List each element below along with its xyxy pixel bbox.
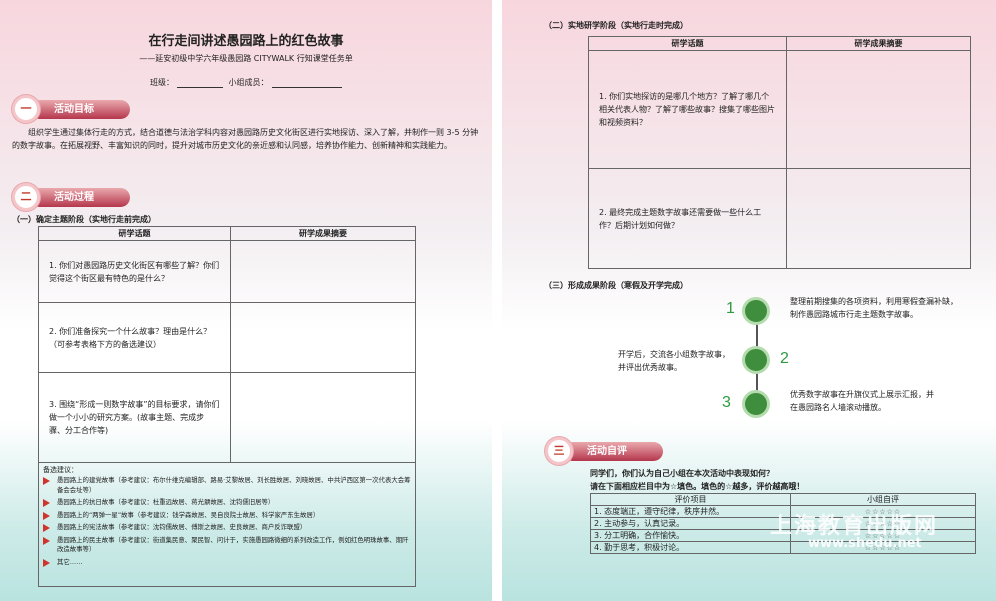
group-people-icon xyxy=(742,297,770,325)
table-row: 1. 态度端正，遵守纪律，秩序井然。 ☆☆☆☆☆ xyxy=(590,505,976,518)
table-row: 2. 最终完成主题数字故事还需要做一些什么工作？后期计划如何做？ xyxy=(588,168,971,269)
table-header: 研学成果摘要 xyxy=(230,226,416,241)
table-row: 1. 你们对愚园路历史文化街区有哪些了解？你们觉得这个街区最有特色的是什么？ xyxy=(38,240,416,303)
section-label: 活动自评 xyxy=(563,442,663,461)
section-label: 活动目标 xyxy=(30,100,130,119)
stage-3-heading: （三）形成成果阶段（寒假及开学完成） xyxy=(544,281,688,290)
topic-table-1: 研学话题 研学成果摘要 1. 你们对愚园路历史文化街区有哪些了解？你们觉得这个街… xyxy=(38,226,416,463)
star-rating[interactable]: ☆☆☆☆☆ xyxy=(790,541,976,554)
topic-cell: 1. 你们对愚园路历史文化街区有哪些了解？你们觉得这个街区最有特色的是什么？ xyxy=(38,240,231,303)
eval-item: 4. 勤于思考，积极讨论。 xyxy=(590,541,791,554)
eval-question: 同学们，你们认为自己小组在本次活动中表现如何？ 请在下面相应栏目中为☆填色。填色… xyxy=(590,469,805,491)
table-row: 1. 你们实地探访的是哪几个地方？了解了哪几个相关代表人物？了解了哪些故事？搜集… xyxy=(588,50,971,169)
table-header: 研学话题 xyxy=(588,36,787,51)
self-eval-table: 评价项目 小组自评 1. 态度端正，遵守纪律，秩序井然。 ☆☆☆☆☆ 2. 主动… xyxy=(590,493,976,554)
section-number: 二 xyxy=(12,183,40,211)
arrow-icon xyxy=(43,524,50,532)
section-label: 活动过程 xyxy=(30,188,130,207)
class-label: 班级： xyxy=(150,78,174,87)
arrow-icon xyxy=(43,477,50,485)
group-people-icon xyxy=(742,390,770,418)
list-item: 愚园路上的建党故事（参考建议：布尔什维克编辑部、路易·艾黎故居、刘长胜故居、刘晓… xyxy=(43,476,411,495)
suggestion-box: 备选建议： 愚园路上的建党故事（参考建议：布尔什维克编辑部、路易·艾黎故居、刘长… xyxy=(38,462,416,587)
section-number: 一 xyxy=(12,95,40,123)
group-label: 小组成员： xyxy=(228,78,269,87)
class-blank[interactable] xyxy=(177,79,223,88)
table-header: 评价项目 xyxy=(590,493,791,506)
topic-cell: 2. 最终完成主题数字故事还需要做一些什么工作？后期计划如何做？ xyxy=(588,168,787,269)
eval-item: 2. 主动参与，认真记录。 xyxy=(590,517,791,530)
page-gutter xyxy=(492,0,502,601)
goal-paragraph: 组织学生通过集体行走的方式，结合道德与法治学科内容对愚园路历史文化街区进行实地探… xyxy=(12,128,479,150)
arrow-icon xyxy=(43,511,50,520)
table-row: 2. 你们准备探究一个什么故事？理由是什么？（可参考表格下方的备选建议） xyxy=(38,302,416,373)
summary-cell[interactable] xyxy=(786,50,971,169)
table-header: 研学话题 xyxy=(38,226,231,241)
table-row: 4. 勤于思考，积极讨论。 ☆☆☆☆☆ xyxy=(590,541,976,554)
list-item: 其它…… xyxy=(43,558,411,568)
topic-table-2: 研学话题 研学成果摘要 1. 你们实地探访的是哪几个地方？了解了哪几个相关代表人… xyxy=(588,36,971,269)
flow-step-text: 整理前期搜集的各项资料，利用寒假查漏补缺，制作愚园路城市行走主题数字故事。 xyxy=(790,297,958,319)
arrow-icon xyxy=(43,536,50,545)
eval-item: 3. 分工明确，合作愉快。 xyxy=(590,529,791,542)
list-item: 愚园路上的民主故事（参考建议：街道集民意、聚民智、问计于，实施愚园路微细的系列改… xyxy=(43,536,411,555)
list-item: 愚园路上的抗日故事（参考建议：杜重远故居、蒋光鼐故居、沈钧儒旧居等） xyxy=(43,498,411,508)
group-blank[interactable] xyxy=(271,79,342,88)
page-subtitle: ——延安初级中学六年级愚园路 CITYWALK 行知课堂任务单 xyxy=(139,54,353,63)
flow-step-number: 1 xyxy=(726,300,735,317)
flow-step-number: 2 xyxy=(780,350,789,367)
table-row: 3. 围绕“形成一则数字故事”的目标要求，请你们做一个小小的研究方案。(故事主题… xyxy=(38,372,416,463)
summary-cell[interactable] xyxy=(230,372,416,463)
stage-2-heading: （二）实地研学阶段（实地行走时完成） xyxy=(544,21,688,30)
suggestion-title: 备选建议： xyxy=(43,466,78,474)
arrow-icon xyxy=(43,558,50,567)
summary-cell[interactable] xyxy=(786,168,971,269)
flow-step-text: 开学后，交流各小组数字故事，并评出优秀故事。 xyxy=(618,350,730,372)
eval-item: 1. 态度端正，遵守纪律，秩序井然。 xyxy=(590,505,791,518)
class-info-line: 班级： 小组成员： xyxy=(150,77,345,88)
list-item: 愚园路上的宪法故事（参考建议：沈钧儒故居、傅斯之故居、史良故居、商户反诈联盟） xyxy=(43,523,411,533)
watermark-text: 上海教育出版网 xyxy=(770,514,939,539)
stage-1-heading: （一）确定主题阶段（实地行走前完成） xyxy=(12,215,156,224)
arrow-icon xyxy=(43,499,50,507)
page-title: 在行走间讲述愚园路上的红色故事 xyxy=(148,34,344,49)
group-people-icon xyxy=(742,346,770,374)
list-item: 愚园路上的“两弹一星”故事（参考建议：钱学森故居、吴自良院士故居、科学家严东生故… xyxy=(43,511,411,521)
flow-step-number: 3 xyxy=(722,394,731,411)
watermark-url: www.shedu.net xyxy=(808,536,922,551)
topic-cell: 1. 你们实地探访的是哪几个地方？了解了哪几个相关代表人物？了解了哪些故事？搜集… xyxy=(588,50,787,169)
table-header: 小组自评 xyxy=(790,493,976,506)
summary-cell[interactable] xyxy=(230,302,416,373)
flow-step-text: 优秀数字故事在升旗仪式上展示汇报，并在愚园路名人墙滚动播放。 xyxy=(790,390,934,412)
topic-cell: 3. 围绕“形成一则数字故事”的目标要求，请你们做一个小小的研究方案。(故事主题… xyxy=(38,372,231,463)
summary-cell[interactable] xyxy=(230,240,416,303)
section-number: 三 xyxy=(545,437,573,465)
topic-cell: 2. 你们准备探究一个什么故事？理由是什么？（可参考表格下方的备选建议） xyxy=(38,302,231,373)
table-header: 研学成果摘要 xyxy=(786,36,971,51)
table-row: 2. 主动参与，认真记录。 ☆☆☆☆☆ xyxy=(590,517,976,530)
